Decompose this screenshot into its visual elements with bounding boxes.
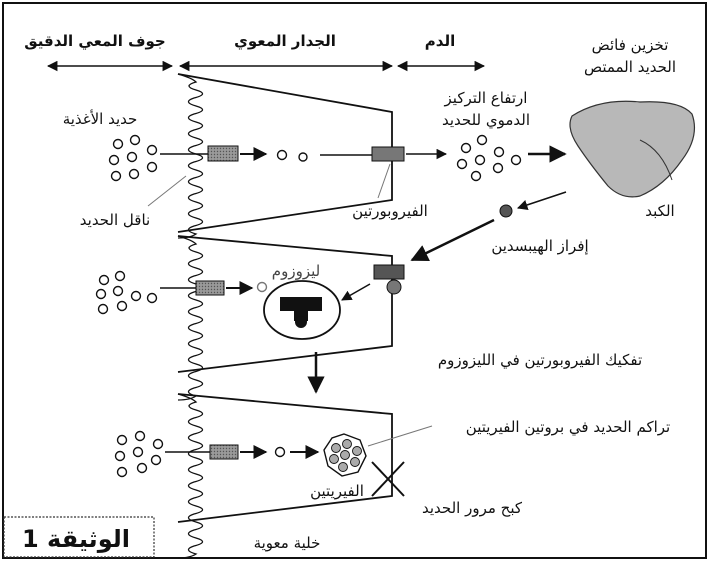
iron-transporter-2 [195,280,225,296]
blood-iron-dots [456,134,522,182]
microvilli-1 [177,73,204,239]
microvilli-3 [177,393,204,559]
hepcidin-molecule [499,204,513,218]
intestinal-cell-label: خلية معوية [254,534,321,552]
degradation-label: تفكيك الفيروبورتين في الليزوزوم [438,351,642,370]
ferritin-complex [323,433,367,477]
liver-label: الكبد [645,202,674,220]
document-label: الوثيقة 1 [22,525,130,553]
document-box [3,516,155,558]
hepcidin-to-cell-arrow [410,218,495,262]
ferroportin-1 [371,146,405,162]
rise-label-line2: الدموي للحديد [442,111,530,130]
block-cross-b [371,461,405,497]
ferritin-label: الفيريتين [310,482,364,500]
lysosome [263,280,341,340]
cell-1 [108,73,567,239]
ferroportin-2 [373,264,405,280]
ferroportin-leader [377,163,391,199]
hepcidin-release-arrow [517,191,567,210]
accumulation-label: تراكم الحديد في بروتين الفيريتين [466,418,670,437]
cell-3 [114,393,433,559]
iron-transporter-3 [209,444,239,460]
ferroportin-label: الفيروبورتين [352,202,428,220]
cell-2 [95,235,405,401]
rise-label-line1: ارتفاع التركيز [444,89,528,107]
liver-shape [569,100,695,198]
ferritin-leader [367,425,433,447]
food-iron-dots-3 [114,430,164,478]
food-iron-dots-2 [95,270,158,315]
storage-label-line1: تخزين فائض [592,36,669,54]
microvilli-2 [177,235,204,401]
storage-label-line2: الحديد الممتص [584,58,676,76]
food-iron-label: حديد الأغذية [63,109,138,128]
region-blood-label: الدم [425,32,455,50]
lysosome-label: ليزوزوم [272,262,320,280]
hepcidin-bound [386,279,402,295]
iron-transporter-label: ناقل الحديد [80,211,150,229]
hepcidin-label: إفراز الهيبسدين [491,237,588,255]
food-iron-dots-1 [108,134,158,182]
region-wall-label: الجدار المعوي [234,32,336,51]
internalization-arrow [341,283,371,301]
block-label: كبح مرور الحديد [422,499,523,517]
transporter-leader [147,175,187,207]
iron-transporter-1 [207,145,239,162]
ferroportin-in-lysosome [280,297,322,311]
region-lumen-label: جوف المعي الدقيق [24,32,165,50]
